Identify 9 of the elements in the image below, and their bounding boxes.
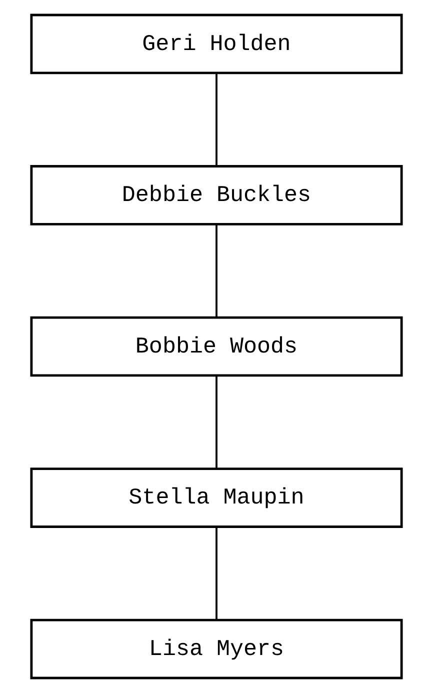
node-box: Stella Maupin (30, 468, 403, 528)
connector (216, 224, 218, 318)
connector (216, 376, 218, 468)
connector (216, 73, 218, 166)
node-box: Debbie Buckles (30, 165, 403, 226)
connector (216, 527, 218, 620)
node-box: Lisa Myers (30, 618, 403, 680)
node-box: Geri Holden (30, 14, 403, 74)
node-box: Bobbie Woods (30, 316, 403, 377)
